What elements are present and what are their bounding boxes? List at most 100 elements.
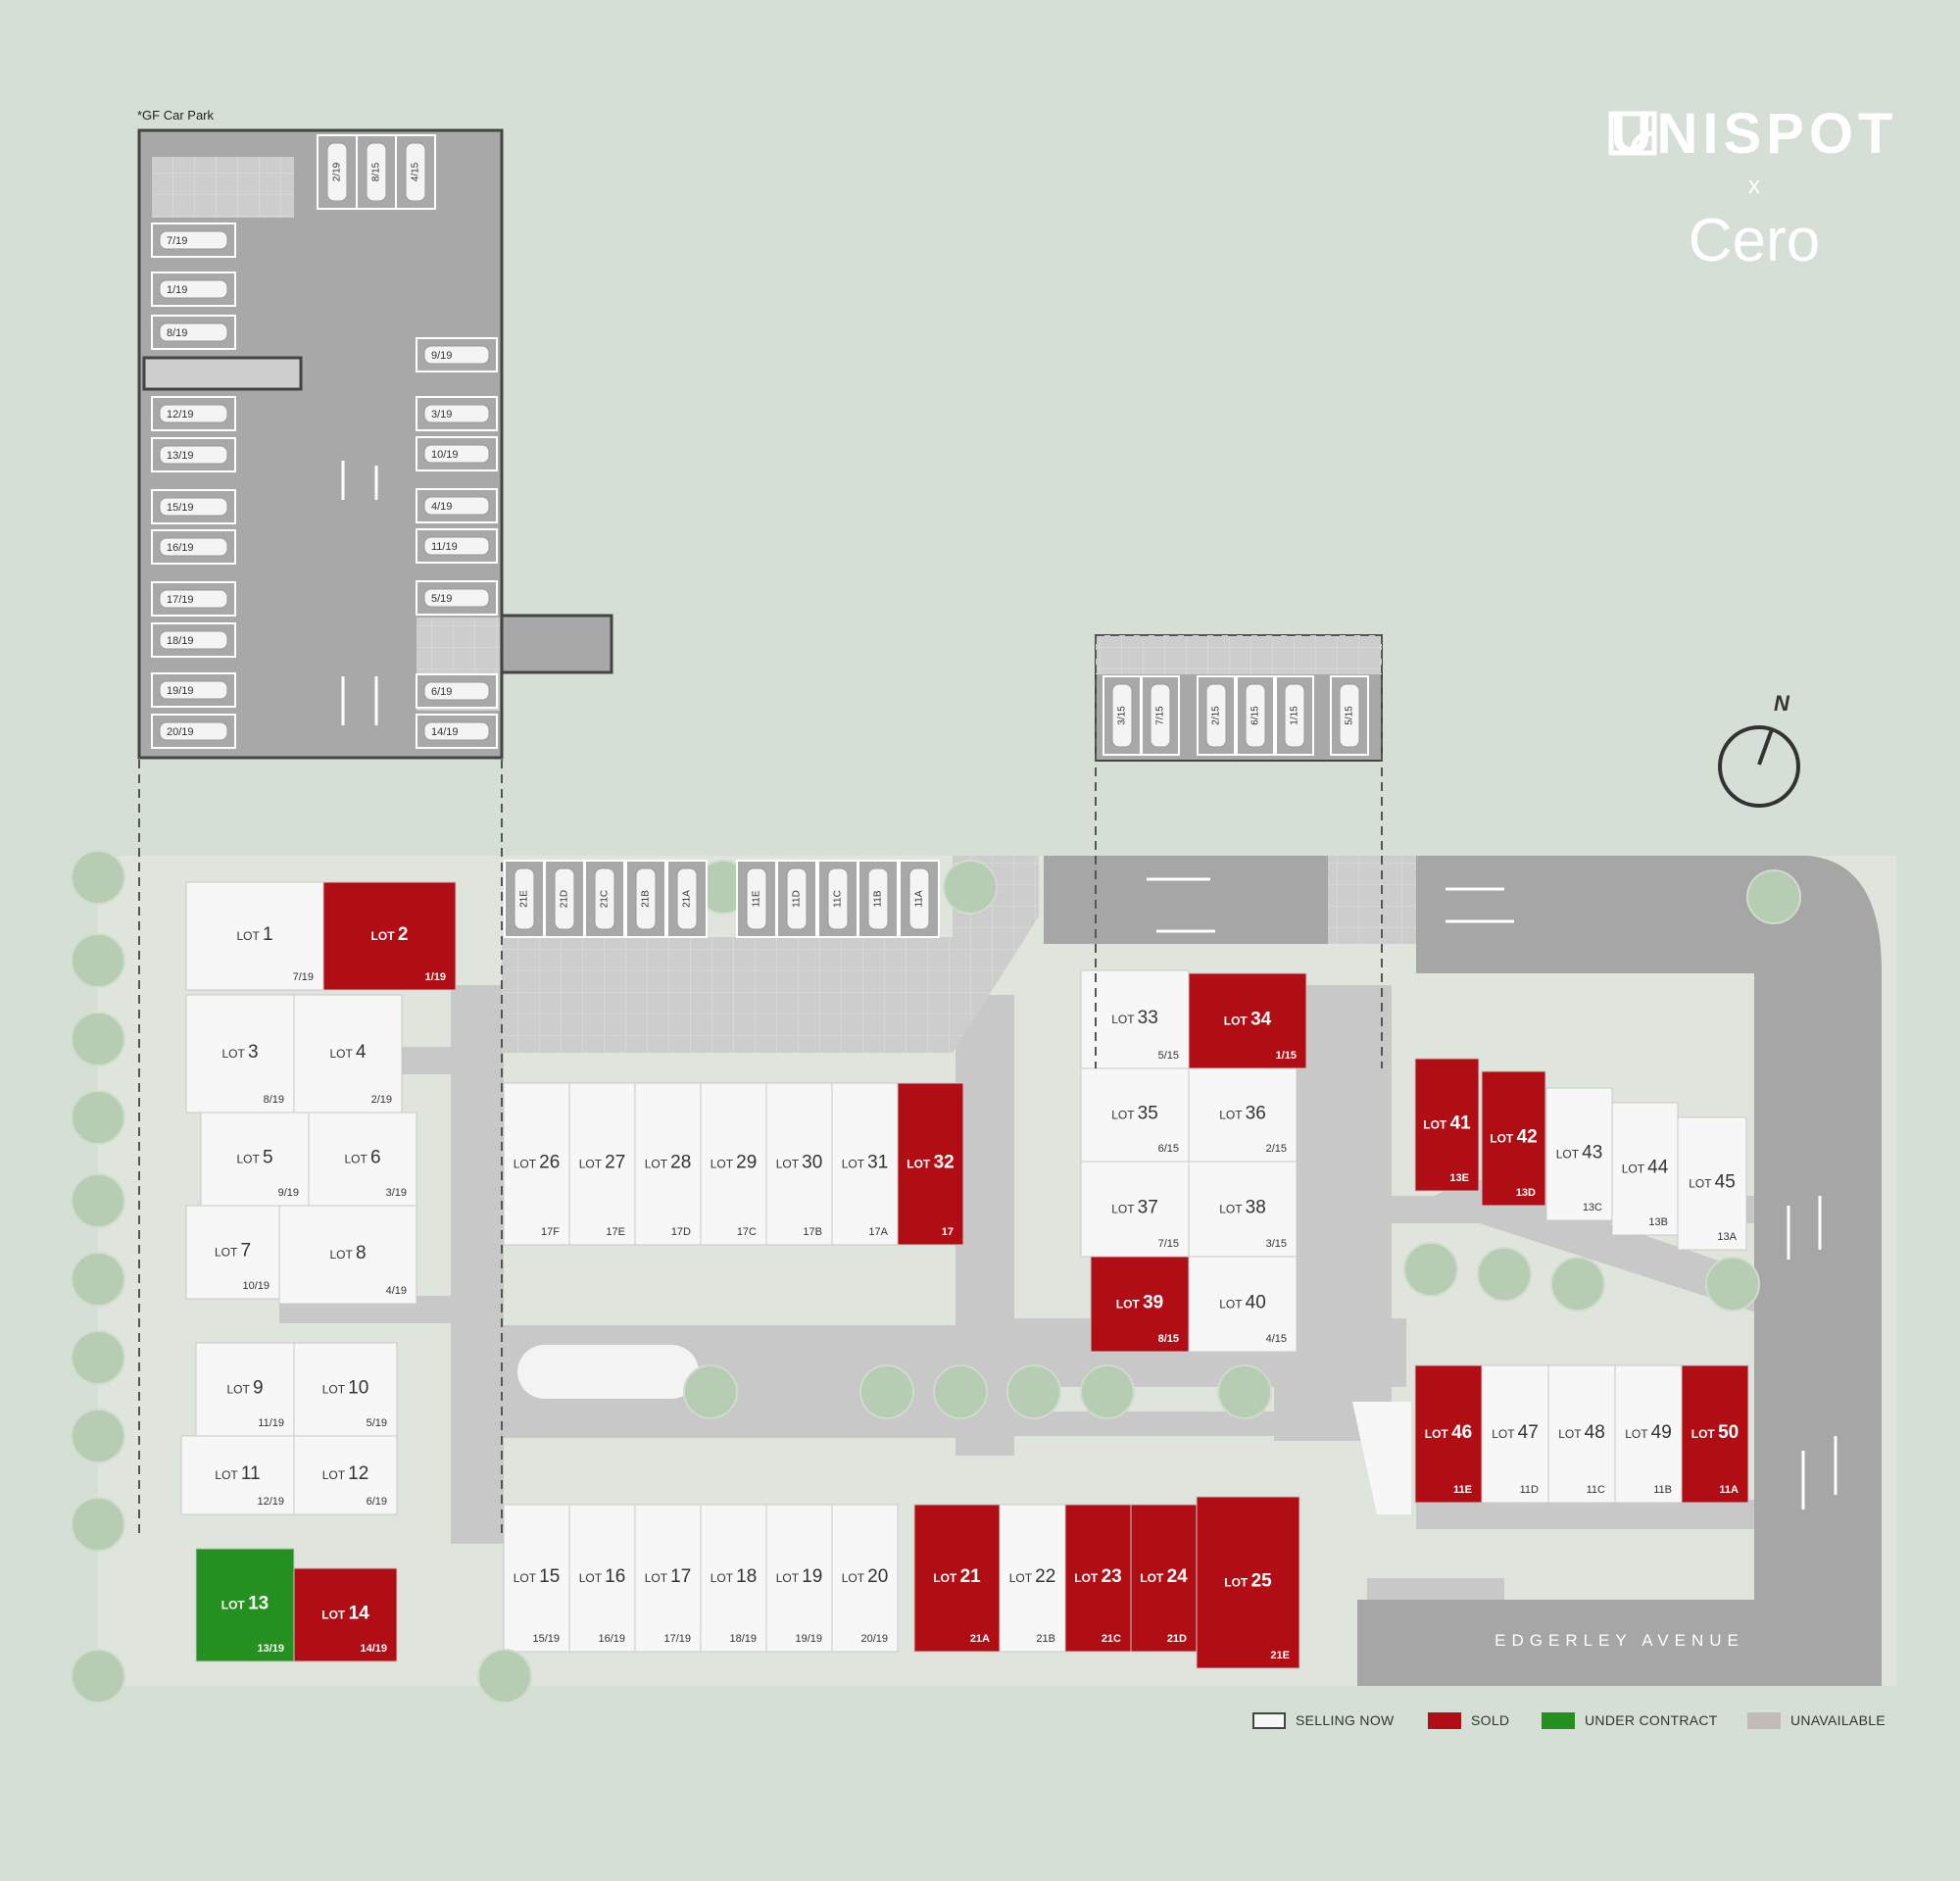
lot-4[interactable]: LOT 42/19 <box>293 994 403 1114</box>
lot-7[interactable]: LOT 710/19 <box>185 1205 280 1300</box>
lot-5[interactable]: LOT 59/19 <box>200 1112 310 1207</box>
lot-12[interactable]: LOT 126/19 <box>293 1435 398 1515</box>
lot-38-footprint[interactable] <box>1188 1161 1298 1258</box>
lot-41-footprint[interactable] <box>1414 1058 1480 1192</box>
lot-2[interactable]: LOT 21/19 <box>322 881 457 991</box>
lot-42-footprint[interactable] <box>1481 1070 1546 1207</box>
lot-30-footprint[interactable] <box>765 1082 833 1246</box>
lot-12-footprint[interactable] <box>293 1435 398 1515</box>
lot-6-footprint[interactable] <box>308 1112 417 1207</box>
lot-33[interactable]: LOT 335/15 <box>1080 969 1190 1069</box>
lot-34[interactable]: LOT 341/15 <box>1188 972 1307 1069</box>
lot-3-footprint[interactable] <box>185 994 295 1114</box>
lot-32-footprint[interactable] <box>897 1082 964 1246</box>
lot-37-footprint[interactable] <box>1080 1161 1190 1258</box>
lot-13-footprint[interactable] <box>195 1548 295 1662</box>
lot-29-footprint[interactable] <box>700 1082 767 1246</box>
projection-lines <box>138 634 1383 1539</box>
lot-48-footprint[interactable] <box>1547 1364 1616 1504</box>
lot-21-footprint[interactable] <box>913 1504 1001 1653</box>
lot-4-footprint[interactable] <box>293 994 403 1114</box>
lot-39[interactable]: LOT 398/15 <box>1090 1256 1190 1353</box>
lot-50-footprint[interactable] <box>1681 1364 1749 1504</box>
lot-11-footprint[interactable] <box>180 1435 295 1515</box>
lot-25-footprint[interactable] <box>1196 1496 1300 1669</box>
lot-47-footprint[interactable] <box>1481 1364 1549 1504</box>
lot-1-footprint[interactable] <box>185 881 324 991</box>
lot-16-footprint[interactable] <box>568 1504 636 1653</box>
lot-31-footprint[interactable] <box>831 1082 899 1246</box>
lot-8[interactable]: LOT 84/19 <box>278 1205 417 1305</box>
north-space-21E-label: 21E <box>519 890 530 908</box>
lot-28-footprint[interactable] <box>634 1082 702 1246</box>
lot-24-footprint[interactable] <box>1130 1504 1198 1653</box>
lot-39-footprint[interactable] <box>1090 1256 1190 1353</box>
lot-17-footprint[interactable] <box>634 1504 702 1653</box>
lot-9[interactable]: LOT 911/19 <box>195 1342 295 1437</box>
lot-26-footprint[interactable] <box>503 1082 570 1246</box>
lot-36-footprint[interactable] <box>1188 1067 1298 1163</box>
lot-1[interactable]: LOT 17/19 <box>185 881 324 991</box>
lot-15-footprint[interactable] <box>503 1504 570 1653</box>
lot-43-footprint[interactable] <box>1545 1087 1613 1221</box>
lot-35-footprint[interactable] <box>1080 1067 1190 1163</box>
lot-18-footprint[interactable] <box>700 1504 767 1653</box>
lot-10[interactable]: LOT 105/19 <box>293 1342 398 1437</box>
lot-45-footprint[interactable] <box>1677 1116 1747 1251</box>
lot-36[interactable]: LOT 362/15 <box>1188 1067 1298 1163</box>
lot-27-footprint[interactable] <box>568 1082 636 1246</box>
lot-40[interactable]: LOT 404/15 <box>1188 1256 1298 1353</box>
lot-40-footprint[interactable] <box>1188 1256 1298 1353</box>
lot-2-footprint[interactable] <box>322 881 457 991</box>
lot-9-footprint[interactable] <box>195 1342 295 1437</box>
lot-22-footprint[interactable] <box>999 1504 1066 1653</box>
lot-46-footprint[interactable] <box>1414 1364 1483 1504</box>
lot-19-footprint[interactable] <box>765 1504 833 1653</box>
lot-34-label: LOT 34 <box>1224 1010 1272 1030</box>
lot-34-footprint[interactable] <box>1188 972 1307 1069</box>
lot-7-footprint[interactable] <box>185 1205 280 1300</box>
lot-44-footprint[interactable] <box>1611 1102 1679 1236</box>
lot-37[interactable]: LOT 377/15 <box>1080 1161 1190 1258</box>
lot-38[interactable]: LOT 383/15 <box>1188 1161 1298 1258</box>
lot-5-footprint[interactable] <box>200 1112 310 1207</box>
lot-3[interactable]: LOT 38/19 <box>185 994 295 1114</box>
lot-33-footprint[interactable] <box>1080 969 1190 1069</box>
lot-35[interactable]: LOT 356/15 <box>1080 1067 1190 1163</box>
lot-6[interactable]: LOT 63/19 <box>308 1112 417 1207</box>
lot-14-footprint[interactable] <box>293 1567 398 1662</box>
lot-20-footprint[interactable] <box>831 1504 899 1653</box>
lot-8-footprint[interactable] <box>278 1205 417 1305</box>
